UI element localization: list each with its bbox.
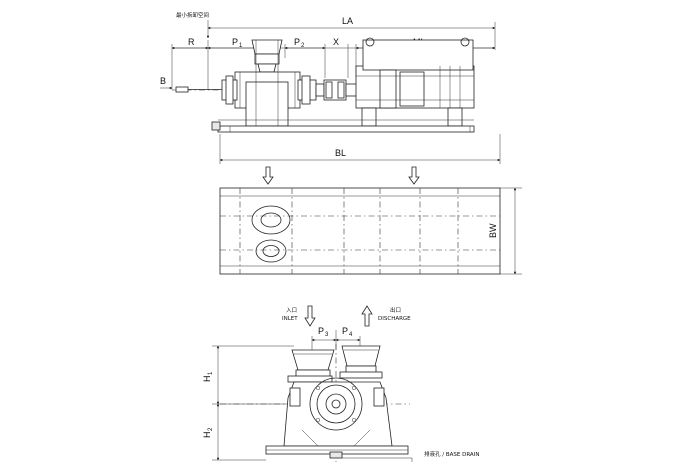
dim-label-P2: P [294, 37, 300, 47]
coupling-side [315, 79, 359, 101]
dim-label-H1-sub: 1 [208, 371, 214, 375]
plan-down-arrow-left [262, 166, 274, 185]
dim-label-P1: P [232, 37, 238, 47]
dimension-BW: BW [488, 187, 522, 275]
discharge-nozzle [339, 345, 383, 379]
dim-label-H1: H [202, 376, 212, 383]
dim-label-X: X [333, 37, 339, 47]
inlet-label-en: INLET [282, 316, 298, 322]
inlet-arrow-icon [304, 305, 316, 327]
dim-label-H2-sub: 2 [208, 427, 214, 431]
dim-label-R: R [188, 37, 195, 47]
inlet-indicator: 入口 INLET [282, 305, 316, 327]
dim-label-H2: H [202, 432, 212, 439]
dim-label-P3: P [318, 326, 324, 336]
base-drain-callout: 排液孔 / BASE DRAIN [342, 450, 479, 462]
discharge-arrow-icon [361, 305, 373, 327]
base-outline-plan [219, 187, 501, 275]
plan-hole-lower [255, 239, 287, 263]
dim-label-B: B [160, 76, 166, 86]
discharge-indicator: 出口 DISCHARGE [361, 305, 411, 327]
dim-label-P4: P [342, 326, 348, 336]
discharge-label-cn: 出口 [390, 306, 401, 314]
dimension-H1-H2: H 1 H 2 [202, 345, 294, 461]
pump-casing-end [283, 377, 393, 447]
dimension-BL: BL [219, 134, 501, 164]
shaft-end [175, 86, 189, 93]
end-view: 入口 INLET 出口 DISCHARGE P 3 P 4 [202, 305, 479, 462]
discharge-label-en: DISCHARGE [378, 316, 411, 322]
dim-label-P2-sub: 2 [301, 43, 305, 49]
side-view: 最小拆卸空间 LA R P 1 P 2 X [160, 11, 496, 133]
dim-label-P3-sub: 3 [325, 332, 329, 338]
dimension-LA: LA [207, 16, 496, 50]
pump-side [221, 39, 317, 127]
baseplate-end [265, 445, 409, 459]
dim-label-BL: BL [335, 148, 346, 158]
plan-hole-upper [251, 205, 291, 235]
plan-view: BL BW [219, 134, 522, 275]
motor-side [355, 37, 475, 127]
suction-nozzle [287, 349, 335, 383]
dim-label-LA: LA [342, 16, 353, 26]
dim-label-P4-sub: 4 [349, 332, 353, 338]
inlet-label-cn: 入口 [286, 307, 297, 314]
dimension-B: B [160, 76, 173, 90]
dim-label-P1-sub: 1 [239, 43, 243, 49]
dim-label-BW: BW [488, 223, 498, 238]
base-drain-label: 排液孔 / BASE DRAIN [424, 450, 479, 458]
plan-down-arrow-right [408, 166, 420, 185]
baseplate-side [211, 119, 475, 133]
min-removal-space-note: 最小拆卸空间 [176, 11, 209, 19]
